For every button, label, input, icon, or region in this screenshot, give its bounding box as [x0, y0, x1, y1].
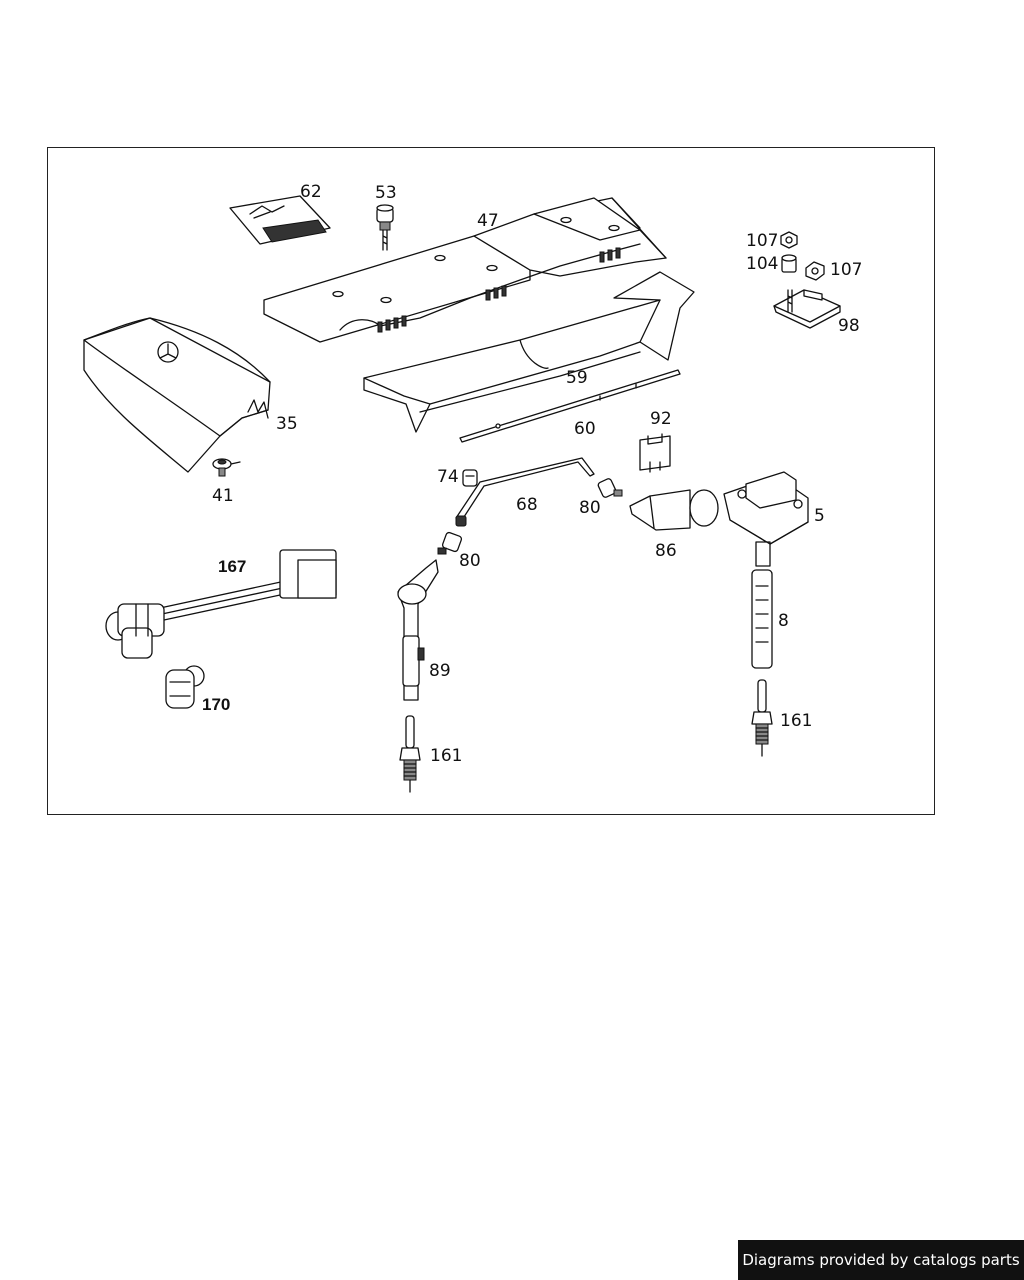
label-74: 74 — [437, 467, 459, 487]
label-161-right: 161 — [780, 711, 812, 731]
spark-plug-connector-part-89[interactable] — [397, 559, 439, 701]
angled-plug-part-86[interactable] — [629, 489, 719, 531]
label-59: 59 — [566, 368, 588, 388]
diagram-frame — [47, 147, 935, 815]
label-107-lower: 107 — [830, 260, 862, 280]
warning-label-part-62[interactable] — [229, 195, 331, 245]
label-92: 92 — [650, 409, 672, 429]
label-41: 41 — [212, 486, 234, 506]
nut-part-107-upper[interactable] — [780, 231, 798, 249]
label-53: 53 — [375, 183, 397, 203]
footer-banner: Diagrams provided by catalogs parts — [738, 1240, 1024, 1280]
label-107-upper: 107 — [746, 231, 778, 251]
spark-plug-part-161-right[interactable] — [751, 679, 773, 757]
coil-extension-part-8[interactable] — [751, 569, 773, 669]
label-98: 98 — [838, 316, 860, 336]
connector-part-80-right[interactable] — [597, 478, 623, 498]
cable-clip-part-74[interactable] — [462, 469, 478, 487]
clip-part-92[interactable] — [639, 433, 671, 473]
bolt-part-53[interactable] — [376, 204, 394, 251]
label-68: 68 — [516, 495, 538, 515]
engine-cover-part-35[interactable] — [83, 317, 271, 473]
label-80-right: 80 — [579, 498, 601, 518]
plug-cap-part-170[interactable] — [165, 665, 205, 709]
label-35: 35 — [276, 414, 298, 434]
label-86: 86 — [655, 541, 677, 561]
spark-plug-part-161-left[interactable] — [399, 715, 421, 793]
screw-part-41[interactable] — [212, 458, 241, 477]
label-167: 167 — [218, 557, 246, 576]
spacer-part-104[interactable] — [781, 254, 797, 273]
label-170: 170 — [202, 695, 230, 714]
label-89: 89 — [429, 661, 451, 681]
label-8: 8 — [778, 611, 789, 631]
ignition-lead-part-68[interactable] — [455, 457, 595, 527]
bracket-part-98[interactable] — [773, 289, 841, 329]
label-62: 62 — [300, 182, 322, 202]
connector-part-80-left[interactable] — [437, 531, 463, 555]
ignition-cover-part-47[interactable] — [263, 197, 667, 343]
label-104: 104 — [746, 254, 778, 274]
label-80-left: 80 — [459, 551, 481, 571]
ignition-panel-part-59[interactable] — [363, 271, 695, 433]
nut-part-107-lower[interactable] — [805, 261, 825, 281]
label-161-left: 161 — [430, 746, 462, 766]
ignition-coil-part-5[interactable] — [723, 471, 809, 567]
label-60: 60 — [574, 419, 596, 439]
label-5: 5 — [814, 506, 825, 526]
label-47: 47 — [477, 211, 499, 231]
wiring-harness-part-167[interactable] — [105, 549, 337, 659]
seal-strip-part-60[interactable] — [459, 369, 681, 443]
